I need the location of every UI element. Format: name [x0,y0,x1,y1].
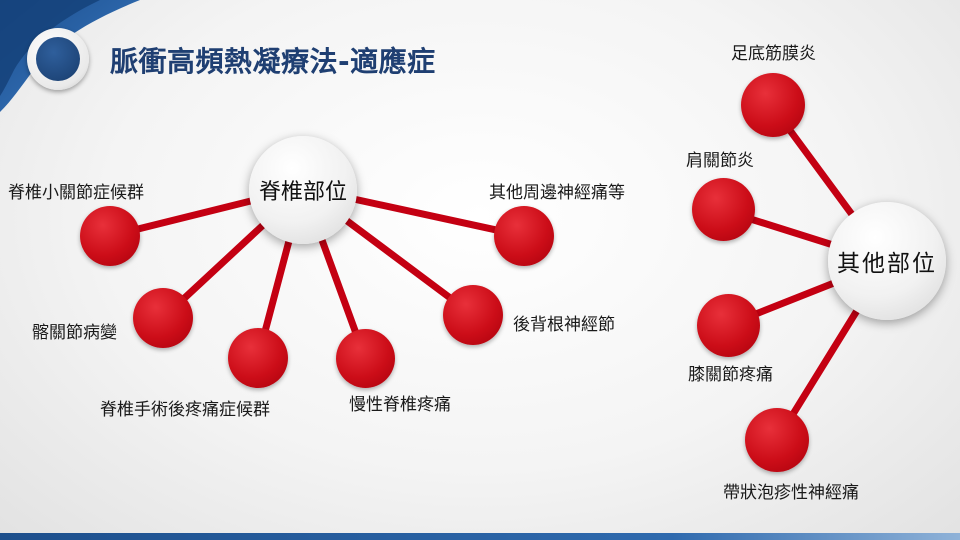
hub-spine: 脊椎部位 [249,136,357,244]
node-other-3 [697,294,760,357]
node-other-4 [745,408,809,472]
label-other-4: 帶狀泡疹性神經痛 [723,483,859,503]
label-spine-5: 後背根神經節 [513,315,615,335]
node-spine-4 [336,329,395,388]
label-other-1: 足底筋膜炎 [731,44,816,64]
node-other-2 [692,178,755,241]
label-spine-2: 髂關節病變 [32,323,117,343]
hub-other: 其他部位 [828,202,946,320]
page-title: 脈衝高頻熱凝療法-適應症 [110,45,436,78]
label-other-2: 肩關節炎 [686,151,754,171]
label-spine-6: 其他周邊神經痛等 [489,183,625,203]
title-badge-icon [27,28,89,90]
label-other-3: 膝關節疼痛 [688,365,773,385]
node-spine-2 [133,288,193,348]
node-other-1 [741,73,805,137]
label-spine-4: 慢性脊椎疼痛 [349,395,451,415]
node-spine-6 [494,206,554,266]
bottom-bar [0,533,960,540]
label-spine-3: 脊椎手術後疼痛症候群 [100,400,270,420]
label-spine-1: 脊椎小關節症候群 [8,183,144,203]
node-spine-1 [80,206,140,266]
node-spine-3 [228,328,288,388]
node-spine-5 [443,285,503,345]
